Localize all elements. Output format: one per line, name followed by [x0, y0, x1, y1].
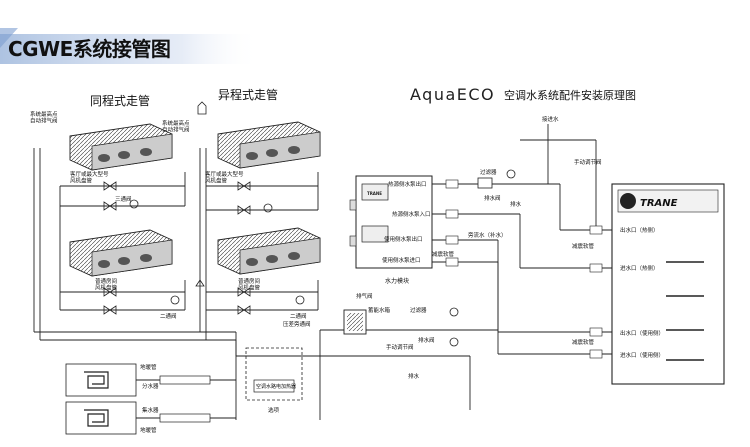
lower-pipes	[235, 312, 498, 420]
label-filter: 过滤器	[480, 168, 497, 176]
fcu-left-top	[69, 123, 173, 171]
label-diff-valve: 压差旁通阀	[283, 320, 311, 328]
title-accent-band	[0, 28, 260, 64]
left-pipe-network	[33, 148, 236, 341]
unit-port-4: 进水口（使用侧）	[620, 351, 664, 359]
unit-brand: TRANE	[640, 198, 678, 209]
label-two-way-right: 二通阀	[290, 312, 307, 320]
label-manifold-bottom: 集水器	[142, 406, 159, 414]
label-tank: 蓄能水箱	[368, 306, 391, 314]
label-manifold-top: 分水器	[142, 382, 159, 390]
label-vib-joint-c: 减震软管	[572, 338, 595, 346]
label-fcu-right-bottom: 普通房间风机盘管	[238, 277, 261, 292]
label-vib-joint-b: 减震软管	[432, 250, 455, 258]
label-manual-valve-b: 手动调节阀	[386, 343, 414, 351]
label-auto-vent-left: 系统最高点自动排气阀	[30, 110, 58, 125]
module-port-1: 热源侧水泵出口	[388, 180, 427, 188]
label-auto-vent-left-b: 系统最高点自动排气阀	[162, 119, 190, 134]
valve-symbols-right	[237, 181, 305, 315]
label-drain: 排水	[510, 200, 522, 208]
label-three-way-left: 三通阀	[115, 195, 132, 203]
fcu-left-bottom	[69, 229, 173, 277]
label-fcu-left-bottom: 普通房间风机盘管	[95, 277, 118, 292]
page-title: CGWE系统接管图	[8, 37, 171, 61]
heading-aqua-desc: 空调水系统配件安装原理图	[504, 88, 636, 102]
label-optional: 选项	[268, 406, 280, 414]
module-port-3: 使用侧水泵出口	[384, 235, 423, 243]
label-vent-valve: 排气阀	[356, 292, 373, 300]
valve-symbols-left	[103, 101, 207, 315]
hydraulic-module	[349, 175, 433, 269]
label-supply: 接进水	[542, 115, 559, 123]
module-label: 水力模块	[385, 277, 409, 285]
fcu-right-bottom	[217, 227, 321, 275]
right-pipe-network	[199, 148, 319, 340]
label-drain-b: 排水	[408, 372, 420, 380]
optional-heater-box	[245, 347, 303, 401]
filter-and-gauges	[449, 169, 516, 347]
heading-same-path: 同程式走管	[90, 93, 150, 108]
module-port-2: 热源侧水泵入口	[392, 210, 431, 218]
unit-port-3: 出水口（使用侧）	[620, 329, 664, 337]
label-drain-valve: 排水阀	[484, 194, 501, 202]
label-manual-valve: 手动调节阀	[574, 158, 602, 166]
label-bypass: 旁流水（补水）	[468, 231, 507, 239]
label-two-way-left: 二通阀	[160, 312, 177, 320]
trane-unit	[611, 183, 725, 385]
module-port-4: 使用侧水泵进口	[382, 256, 421, 264]
label-heater: 空调水路电加热器	[256, 383, 296, 390]
module-brand: TRANE	[367, 191, 382, 196]
flex-joints	[445, 179, 603, 359]
floor-heating	[65, 363, 236, 435]
label-fcu-left-top: 客厅或最大型号风机盘管	[70, 170, 109, 185]
module-to-unit-pipes	[432, 124, 616, 355]
label-vib-joint: 减震软管	[572, 242, 595, 250]
label-filter-b: 过滤器	[410, 306, 427, 314]
fcu-right-top	[217, 121, 321, 169]
label-drain-valve-b: 排水阀	[418, 336, 435, 344]
heading-aqua-brand: AquaECO	[410, 85, 495, 104]
label-fcu-right-top: 客厅或最大型号风机盘管	[205, 170, 244, 185]
unit-port-2: 进水口（热侧）	[620, 264, 659, 272]
label-floor-coil-top: 地暖管	[140, 363, 157, 371]
unit-port-1: 出水口（热侧）	[620, 226, 659, 234]
label-floor-coil-bottom: 地暖管	[140, 426, 157, 434]
heading-diff-path: 异程式走管	[218, 87, 278, 102]
storage-tank	[343, 309, 367, 335]
